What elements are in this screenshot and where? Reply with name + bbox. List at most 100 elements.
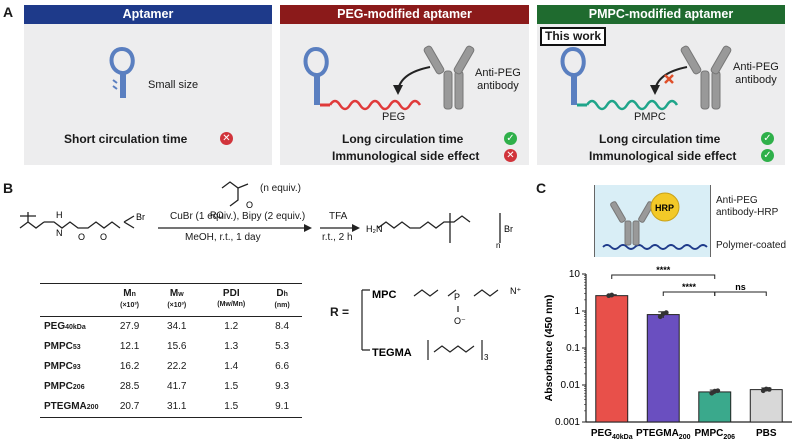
category-label: PMPC206 [694, 428, 735, 441]
panel-b-label: B [3, 180, 14, 196]
pmpc-panel: PMPC-modified aptamer This work Anti-PEG… [537, 5, 785, 165]
cross-icon: ✕ [504, 149, 517, 162]
header-mn: Mn (×10³) [120, 287, 140, 309]
category-label: PEG40kDa [591, 428, 633, 441]
pmpc-immuno: Immunological side effect [589, 149, 737, 163]
condition-solvent: MeOH, r.t., 1 day [185, 232, 261, 243]
cross-icon: ✕ [220, 132, 233, 145]
r-group-structures: MPC TEGMA P N⁺ O⁻ 3 [361, 280, 521, 360]
category-name: PEG [591, 428, 612, 439]
table-cell: 8.4 [275, 321, 290, 332]
svg-text:H₂N: H₂N [366, 224, 383, 234]
category-sub: 40kDa [612, 434, 633, 441]
aptamer-panel: Aptamer Small size Short circulation tim… [24, 5, 272, 165]
category-name: PMPC [694, 428, 723, 439]
check-icon: ✓ [504, 132, 517, 145]
data-point [766, 387, 772, 392]
table-cell: 41.7 [167, 381, 187, 392]
hrp-label: HRP [655, 203, 674, 213]
y-tick-label: 1 [574, 306, 580, 317]
table-cell: 1.4 [224, 361, 239, 372]
properties-table: Mn (×10³) Mw (×10³) PDI (Mw/Mn) Dh (nm) … [40, 283, 302, 418]
mpc-label: MPC [372, 289, 397, 301]
pmpc-long-circ: Long circulation time [599, 132, 721, 146]
table-cell: 22.2 [167, 361, 187, 372]
r-group-label: R = [330, 305, 350, 319]
small-size-text: Small size [148, 79, 199, 91]
inset-polymer-label: Polymer-coated [716, 240, 787, 251]
svg-text:Br: Br [136, 212, 145, 222]
table-cell: 15.6 [167, 341, 187, 352]
pmpc-aptamer-diagram [560, 45, 732, 111]
table-cell: 1.2 [224, 321, 239, 332]
header-mw: Mw (×10³) [167, 287, 187, 309]
significance-bracket-2 [662, 291, 716, 296]
y-tick-label: 10 [569, 269, 581, 280]
peg-antibody-label: Anti-PEG antibody [475, 67, 521, 92]
panel-a-label: A [3, 4, 14, 20]
row-name: PMPC206 [44, 381, 85, 392]
tegma-label: TEGMA [372, 347, 412, 359]
aptamer-icon [109, 46, 135, 98]
antibody-icon [423, 45, 475, 110]
svg-text:O⁻: O⁻ [454, 316, 466, 326]
table-cell: 31.1 [167, 401, 187, 412]
significance-bracket-3 [714, 291, 767, 296]
category-label: PTEGMA200 [636, 428, 691, 441]
table-cell: 1.5 [224, 381, 239, 392]
significance-bracket-1 [611, 274, 716, 279]
table-cell: 9.1 [275, 401, 290, 412]
table-cell: 5.3 [275, 341, 290, 352]
condition-time: r.t., 2 h [322, 232, 353, 243]
table-cell: 6.6 [275, 361, 290, 372]
pmpc-antibody-label: Anti-PEG antibody [733, 61, 779, 86]
short-circ-text: Short circulation time [64, 132, 188, 146]
data-point [715, 388, 721, 394]
svg-text:O: O [78, 232, 85, 242]
significance-bracket-1-label: **** [656, 265, 671, 275]
check-icon: ✓ [761, 132, 774, 145]
assay-inset: HRP [594, 185, 711, 257]
condition-tfa: TFA [329, 211, 348, 222]
svg-text:O: O [100, 232, 107, 242]
table-row: PMPC206 28.5 41.7 1.5 9.3 [40, 377, 302, 397]
aptamer-header: Aptamer [24, 5, 272, 24]
row-name: PTEGMA200 [44, 401, 99, 412]
table-cell: 34.1 [167, 321, 187, 332]
svg-text:P: P [454, 292, 460, 302]
category-label: PBS [756, 428, 777, 439]
table-cell: 12.1 [119, 341, 140, 352]
synthesis-scheme: N H O O Br RO O H₂N Br n [19, 181, 513, 250]
bar [749, 389, 783, 423]
y-tick-label: 0.01 [561, 380, 581, 391]
table-cell: 20.7 [119, 401, 140, 412]
this-work-tag: This work [540, 27, 607, 46]
svg-text:N: N [56, 228, 63, 238]
row-name: PMPC93 [44, 361, 81, 372]
category-name: PTEGMA [636, 428, 679, 439]
y-tick-label: 0.1 [566, 343, 580, 354]
monomer-equiv: (n equiv.) [260, 183, 301, 194]
category-name: PBS [756, 428, 777, 439]
peg-immuno: Immunological side effect [332, 149, 480, 163]
svg-text:O: O [246, 200, 253, 210]
category-sub: 206 [723, 434, 735, 441]
bar [698, 391, 732, 423]
pmpc-header: PMPC-modified aptamer [537, 5, 785, 24]
table-cell: 28.5 [119, 381, 140, 392]
peg-aptamer-diagram [303, 45, 475, 111]
svg-text:3: 3 [484, 353, 489, 360]
bar [595, 295, 629, 423]
svg-text:Br: Br [504, 224, 513, 234]
check-icon: ✓ [761, 149, 774, 162]
svg-text:H: H [56, 210, 63, 220]
svg-text:n: n [496, 241, 500, 250]
condition-catalyst: CuBr (1 equiv.), Bipy (2 equiv.) [170, 211, 306, 222]
y-axis-label: Absorbance (450 nm) [543, 295, 555, 402]
table-cell: 9.3 [275, 381, 290, 392]
data-point [663, 310, 669, 316]
data-point [657, 314, 663, 320]
